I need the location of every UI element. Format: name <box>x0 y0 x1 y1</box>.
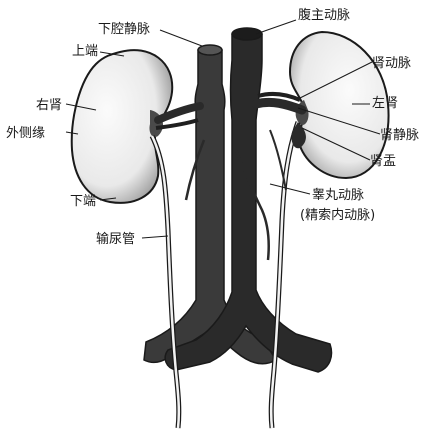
label-lateral-border: 外侧缘 <box>6 126 45 141</box>
label-testicular-artery: 睾丸动脉 <box>312 188 364 203</box>
label-internal-spermatic-artery: (精索内动脉) <box>300 208 375 223</box>
label-inferior-vena-cava: 下腔静脉 <box>98 22 150 37</box>
label-renal-pelvis: 肾盂 <box>370 154 396 169</box>
label-abdominal-aorta: 腹主动脉 <box>298 8 350 23</box>
label-renal-vein: 肾静脉 <box>380 128 419 143</box>
label-lower-pole: 下端 <box>70 194 96 209</box>
label-left-kidney: 左肾 <box>372 96 398 111</box>
label-ureter: 输尿管 <box>96 232 135 247</box>
label-renal-artery: 肾动脉 <box>372 56 411 71</box>
label-right-kidney: 右肾 <box>36 98 62 113</box>
label-upper-pole: 上端 <box>72 44 98 59</box>
left-ureter-shape <box>271 122 298 428</box>
